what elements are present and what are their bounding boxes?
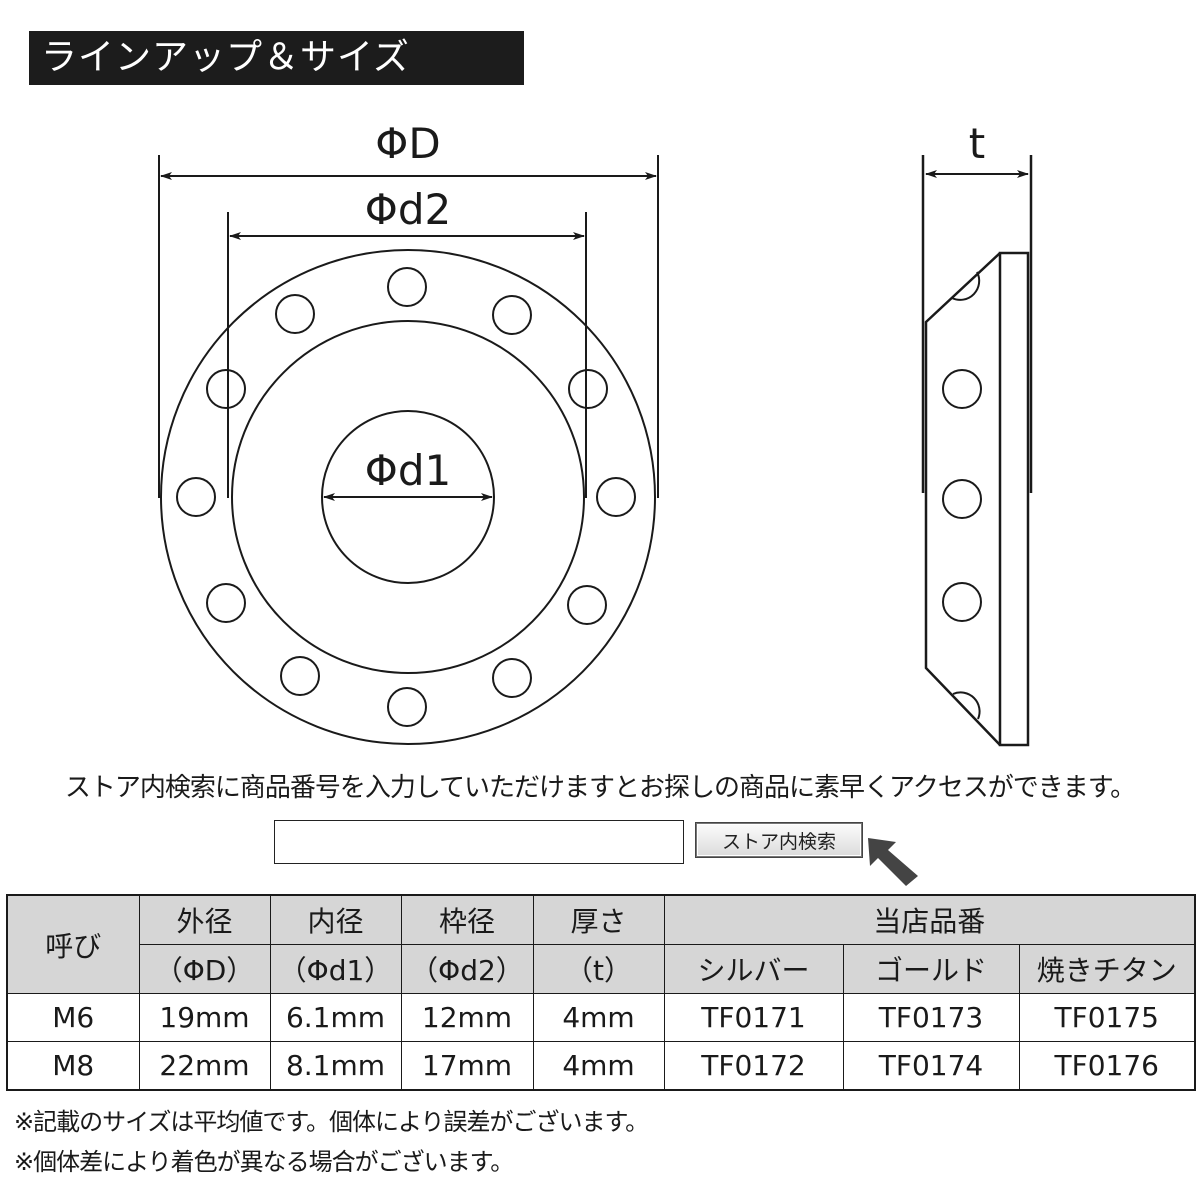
header-burnt-titanium: 焼きチタン <box>1018 944 1196 994</box>
header-silver: シルバー <box>663 944 844 994</box>
cell-gold: TF0173 <box>842 993 1020 1042</box>
cell-frame: 17mm <box>400 1041 534 1091</box>
notes: ※記載のサイズは平均値です。個体により誤差がございます。 ※個体差により着色が異… <box>14 1102 649 1182</box>
cell-nominal: M6 <box>6 993 140 1042</box>
pointer-arrow-icon <box>868 838 918 886</box>
thickness-label: t <box>969 119 985 168</box>
search-hint-text: ストア内検索に商品番号を入力していただけますとお探しの商品に素早くアクセスができ… <box>64 773 1136 803</box>
front-view <box>158 155 659 745</box>
bolt-holes <box>176 267 636 727</box>
cell-silver: TF0172 <box>663 1041 844 1091</box>
spec-table: 呼び 外径 内径 枠径 厚さ 当店品番 （ΦD） （Φd1） （Φd2） （t）… <box>6 894 1197 1091</box>
header-outer-sub: （ΦD） <box>138 944 271 994</box>
cell-gold: TF0174 <box>842 1041 1020 1091</box>
cell-burnt-titanium: TF0176 <box>1018 1041 1196 1091</box>
cell-frame: 12mm <box>400 993 534 1042</box>
note-color-variance: ※個体差により着色が異なる場合がございます。 <box>14 1148 514 1176</box>
header-outer: 外径 <box>138 894 271 945</box>
outer-circle <box>160 249 656 745</box>
table-row: M6 19mm 6.1mm 12mm 4mm TF0171 TF0173 TF0… <box>6 993 1196 1042</box>
cell-outer: 19mm <box>138 993 271 1042</box>
side-view <box>921 155 1033 747</box>
store-search-button[interactable]: ストア内検索 <box>696 823 862 857</box>
cell-inner: 8.1mm <box>269 1041 402 1091</box>
cell-outer: 22mm <box>138 1041 271 1091</box>
outer-diameter-label: ΦD <box>375 119 440 168</box>
header-frame: 枠径 <box>400 894 534 945</box>
table-row: M8 22mm 8.1mm 17mm 4mm TF0172 TF0174 TF0… <box>6 1041 1196 1091</box>
inner-diameter-label: Φd1 <box>365 446 451 495</box>
cell-nominal: M8 <box>6 1041 140 1091</box>
frame-circle <box>231 320 585 674</box>
header-gold: ゴールド <box>842 944 1020 994</box>
cell-inner: 6.1mm <box>269 993 402 1042</box>
header-frame-sub: （Φd2） <box>400 944 534 994</box>
note-average-size: ※記載のサイズは平均値です。個体により誤差がございます。 <box>14 1108 649 1136</box>
section-title: ラインアップ＆サイズ <box>29 31 524 85</box>
dimension-drawing: ΦD Φd2 Φd1 t <box>158 119 1033 747</box>
store-search-input[interactable] <box>274 820 684 864</box>
cell-thickness: 4mm <box>532 993 665 1042</box>
frame-diameter-label: Φd2 <box>365 185 451 234</box>
header-inner-sub: （Φd1） <box>269 944 402 994</box>
header-thickness-sub: （t） <box>532 944 665 994</box>
header-nominal: 呼び <box>6 894 140 994</box>
header-thickness: 厚さ <box>532 894 665 945</box>
cell-thickness: 4mm <box>532 1041 665 1091</box>
bore-circle <box>321 410 495 584</box>
header-part-no: 当店品番 <box>663 894 1196 945</box>
header-inner: 内径 <box>269 894 402 945</box>
cell-burnt-titanium: TF0175 <box>1018 993 1196 1042</box>
cell-silver: TF0171 <box>663 993 844 1042</box>
